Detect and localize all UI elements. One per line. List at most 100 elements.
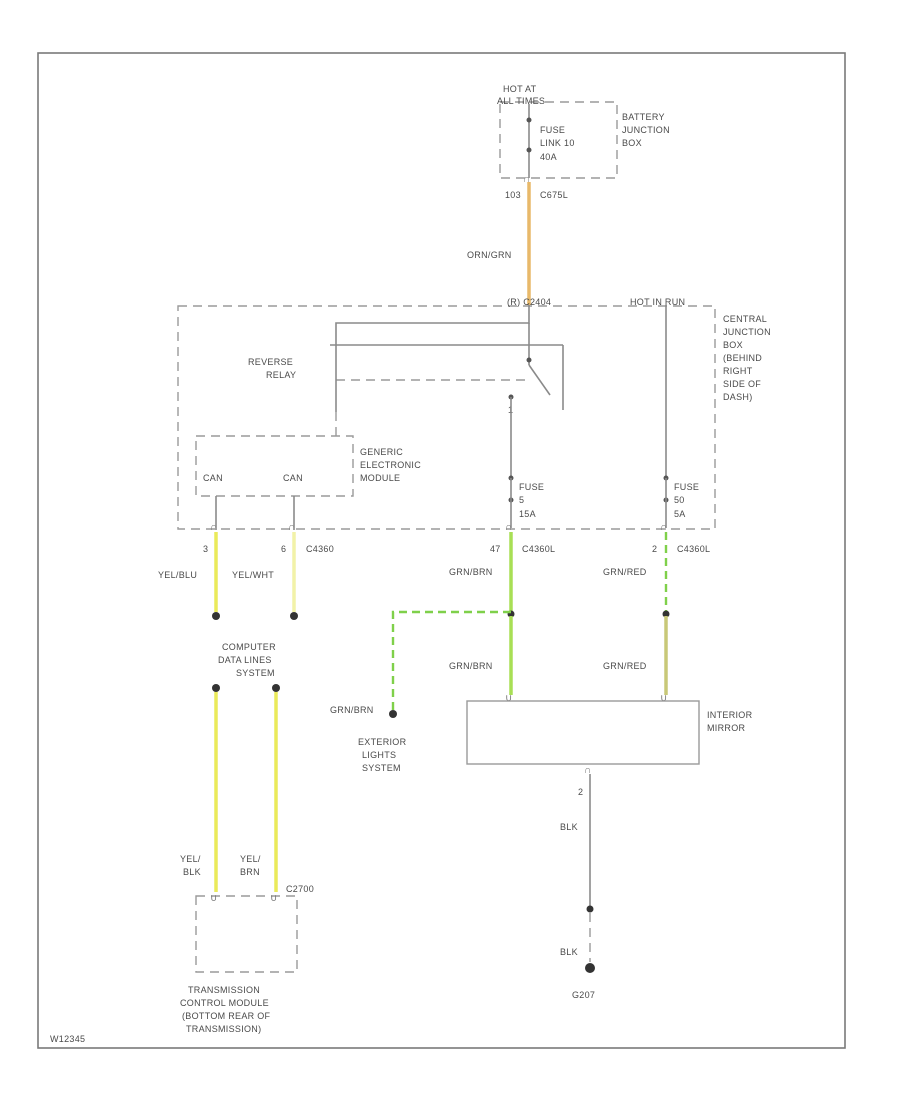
central-box-name-2: JUNCTION <box>723 327 771 337</box>
tcm-label-4: TRANSMISSION) <box>186 1024 261 1034</box>
gem-name-2: ELECTRONIC <box>360 460 421 470</box>
ground-splice <box>586 905 594 913</box>
grn-red-splice <box>662 610 670 618</box>
exterior-lights-branch-wire <box>391 610 511 712</box>
fuse-5-connector-symbol: ∩ <box>505 522 512 533</box>
yel-brn-color-2: BRN <box>240 867 260 877</box>
reverse-relay-label-2: RELAY <box>266 370 296 380</box>
interior-mirror-box <box>466 700 700 765</box>
yel-blu-color: YEL/BLU <box>158 570 197 580</box>
tcm-box-outline <box>195 895 298 973</box>
yel-brn-color-1: YEL/ <box>240 854 261 864</box>
interior-mirror-label-2: MIRROR <box>707 723 745 733</box>
exterior-lights-label-3: SYSTEM <box>362 763 401 773</box>
central-box-name-1: CENTRAL <box>723 314 767 324</box>
fuse-50-label: FUSE <box>674 482 699 492</box>
fuse-5-out-connector: C4360L <box>522 544 555 554</box>
gem-name-1: GENERIC <box>360 447 403 457</box>
fuse-link-number: LINK 10 <box>540 138 575 148</box>
fuse-5-number: 5 <box>519 495 524 505</box>
yel-blu-terminal <box>212 612 220 620</box>
fuse-link-rating: 40A <box>540 152 557 162</box>
ground-label: G207 <box>572 990 595 1000</box>
gem-name-3: MODULE <box>360 473 400 483</box>
yel-blk-color-1: YEL/ <box>180 854 201 864</box>
mirror-right-connector-symbol: ∪ <box>660 693 667 704</box>
cdl-system-label-1: COMPUTER <box>222 642 276 652</box>
hot-in-run-label: HOT IN RUN <box>630 297 685 307</box>
cdl-system-label-2: DATA LINES <box>218 655 272 665</box>
mirror-left-connector-symbol: ∪ <box>505 693 512 704</box>
gem-left-connector-symbol: ∩ <box>210 522 217 533</box>
relay-switch-arm <box>528 364 551 396</box>
mirror-ground-connector-symbol: ∩ <box>584 765 591 776</box>
interior-mirror-label-1: INTERIOR <box>707 710 753 720</box>
tcm-right-connector-symbol: ∪ <box>270 893 277 904</box>
diagram-id: W12345 <box>50 1034 85 1044</box>
central-box-name-7: DASH) <box>723 392 753 402</box>
fuse-5-label: FUSE <box>519 482 544 492</box>
tcm-label-1: TRANSMISSION <box>188 985 260 995</box>
fuse-5-rating: 15A <box>519 509 536 519</box>
ground-wire-color-2: BLK <box>560 947 578 957</box>
yel-wht-connector: C4360 <box>306 544 334 554</box>
gem-right-connector-symbol: ∩ <box>288 522 295 533</box>
mirror-right-wire-color: GRN/RED <box>603 661 647 671</box>
fuse-50-connector-symbol: ∩ <box>660 522 667 533</box>
battery-junction-box-outline <box>499 101 618 179</box>
fuse-5-out-pin: 47 <box>490 544 501 554</box>
central-box-name-4: (BEHIND <box>723 353 762 363</box>
yel-blk-color-2: BLK <box>183 867 201 877</box>
diagram-frame <box>37 52 846 1049</box>
central-box-connector-label: (R) C2404 <box>507 297 551 307</box>
tcm-label-3: (BOTTOM REAR OF <box>182 1011 271 1021</box>
central-junction-box: (R) C2404 HOT IN RUN CENTRAL JUNCTION BO… <box>177 297 771 530</box>
battery-junction-box: HOT AT ALL TIMES FUSE LINK 10 40A BATTER… <box>497 84 670 200</box>
yel-blu-pin: 3 <box>203 544 208 554</box>
fuse-link-top-dot <box>526 117 532 123</box>
mirror-left-wire-color: GRN/BRN <box>449 661 493 671</box>
battery-junction-box-label-3: BOX <box>622 138 642 148</box>
yel-wht-pin: 6 <box>281 544 286 554</box>
central-junction-box-outline <box>177 305 716 530</box>
gem-can-right: CAN <box>283 473 303 483</box>
source-connector-label: C675L <box>540 190 568 200</box>
fuse-50-number: 50 <box>674 495 685 505</box>
tcm-right-terminal <box>272 684 280 692</box>
hot-at-all-times-label: HOT AT <box>503 84 537 94</box>
central-box-name-3: BOX <box>723 340 743 350</box>
fuse-50-out-pin: 2 <box>652 544 657 554</box>
fuse-50-out-connector: C4360L <box>677 544 710 554</box>
tcm-connector-label: C2700 <box>286 884 314 894</box>
central-box-name-5: RIGHT <box>723 366 753 376</box>
ground-wire-color-1: BLK <box>560 822 578 832</box>
fuse-5-out-color: GRN/BRN <box>449 567 493 577</box>
gem-can-left: CAN <box>203 473 223 483</box>
source-pin-label: 103 <box>505 190 521 200</box>
hot-at-all-times-label-2: ALL TIMES <box>497 96 545 106</box>
gem-box-outline <box>195 435 354 497</box>
exterior-lights-label-1: EXTERIOR <box>358 737 407 747</box>
yel-wht-terminal <box>290 612 298 620</box>
reverse-relay-label: REVERSE <box>248 357 293 367</box>
fuse-50-out-color: GRN/RED <box>603 567 647 577</box>
connector-symbol: ∩ <box>523 174 530 185</box>
battery-junction-box-label-2: JUNCTION <box>622 125 670 135</box>
tcm-left-terminal <box>212 684 220 692</box>
orange-feed-wire-color: ORN/GRN <box>467 250 512 260</box>
exterior-lights-label-2: LIGHTS <box>362 750 396 760</box>
relay-feed-wire <box>335 305 530 345</box>
relay-contact-dot <box>526 357 532 363</box>
fuse-link-bottom-dot <box>526 147 532 153</box>
battery-junction-box-label: BATTERY <box>622 112 665 122</box>
yel-wht-color: YEL/WHT <box>232 570 274 580</box>
exterior-lights-terminal <box>389 710 397 718</box>
ground-point <box>585 963 595 973</box>
exterior-branch-color: GRN/BRN <box>330 705 374 715</box>
cdl-system-label-3: SYSTEM <box>236 668 275 678</box>
fuse-link-label: FUSE <box>540 125 565 135</box>
tcm-label-2: CONTROL MODULE <box>180 998 269 1008</box>
ground-pin: 2 <box>578 787 583 797</box>
central-box-name-6: SIDE OF <box>723 379 761 389</box>
